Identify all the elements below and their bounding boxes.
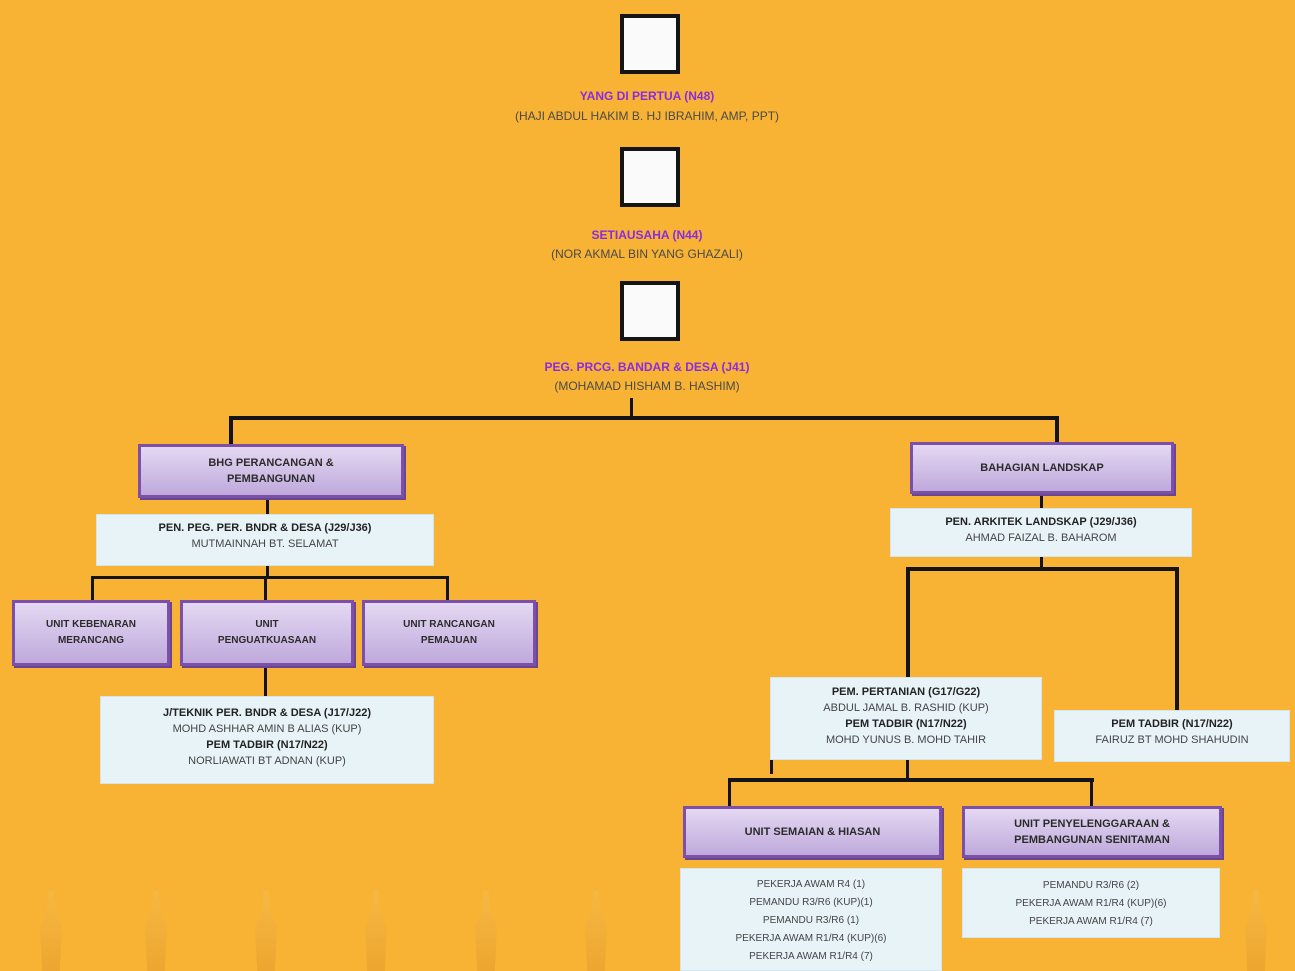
unit-rancangan-pemajuan: UNIT RANCANGAN PEMAJUAN [362, 600, 536, 666]
connector [1175, 567, 1179, 710]
connector [91, 576, 449, 579]
connector [906, 567, 910, 677]
semaian-staff-item: PEKERJA AWAM R4 (1) [756, 879, 866, 890]
left-staff-card: J/TEKNIK PER. BNDR & DESA (J17/J22) MOHD… [100, 696, 434, 784]
photo-placeholder-yang-dipertua [620, 14, 680, 74]
dept-bahagian-landskap: BAHAGIAN LANDSKAP [910, 442, 1174, 494]
pegawai-title: PEG. PRCG. BANDAR & DESA (J41) [544, 360, 750, 374]
semaian-staff-item: PEMANDU R3/R6 (KUP)(1) [749, 897, 873, 908]
yang-dipertua-title: YANG DI PERTUA (N48) [579, 89, 715, 103]
pertanian-title-2: PEM TADBIR (N17/N22) [845, 718, 967, 730]
unit-penguatkuasaan: UNIT PENGUATKUASAAN [180, 600, 354, 666]
connector [446, 576, 449, 600]
left-assistant-card: PEN. PEG. PER. BNDR & DESA (J29/J36) MUT… [96, 514, 434, 566]
left-assistant-title: PEN. PEG. PER. BNDR & DESA (J29/J36) [158, 522, 372, 534]
connector [1055, 416, 1059, 444]
penyelenggaraan-staff-item: PEMANDU R3/R6 (2) [1042, 880, 1140, 891]
connector [264, 576, 267, 600]
left-staff-name-1: MOHD ASHHAR AMIN B ALIAS (KUP) [172, 723, 362, 735]
unit-kebenaran-merancang: UNIT KEBENARAN MERANCANG [12, 600, 170, 666]
connector [266, 498, 269, 516]
left-staff-title-1: J/TEKNIK PER. BNDR & DESA (J17/J22) [162, 707, 372, 719]
semaian-staff-item: PEKERJA AWAM R1/R4 (KUP)(6) [735, 933, 887, 944]
semaian-staff-item: PEMANDU R3/R6 (1) [762, 915, 860, 926]
tadbir-staff-card: PEM TADBIR (N17/N22) FAIRUZ BT MOHD SHAH… [1054, 710, 1290, 762]
connector [630, 398, 633, 418]
connector [1090, 778, 1093, 806]
connector [770, 752, 773, 774]
connector [1040, 494, 1043, 508]
connector [906, 567, 1178, 571]
dept-perancangan-pembangunan: BHG PERANCANGAN & PEMBANGUNAN [138, 444, 404, 498]
pegawai-name: (MOHAMAD HISHAM B. HASHIM) [554, 379, 740, 393]
left-staff-name-2: NORLIAWATI BT ADNAN (KUP) [188, 755, 346, 767]
penyelenggaraan-staff-item: PEKERJA AWAM R1/R4 (7) [1029, 916, 1153, 927]
photo-placeholder-setiausaha [620, 147, 680, 207]
connector [266, 566, 269, 578]
connector [264, 668, 267, 696]
semaian-staff-item: PEKERJA AWAM R1/R4 (7) [749, 951, 873, 962]
connector [229, 416, 1059, 420]
right-assistant-name: AHMAD FAIZAL B. BAHAROM [965, 532, 1117, 544]
semaian-staff-card: PEKERJA AWAM R4 (1) PEMANDU R3/R6 (KUP)(… [680, 868, 942, 971]
connector [906, 760, 909, 780]
tadbir-title: PEM TADBIR (N17/N22) [1111, 718, 1233, 730]
unit-semaian-hiasan: UNIT SEMAIAN & HIASAN [683, 806, 942, 858]
pertanian-staff-card: PEM. PERTANIAN (G17/G22) ABDUL JAMAL B. … [770, 677, 1042, 760]
setiausaha-title: SETIAUSAHA (N44) [591, 228, 703, 242]
right-assistant-card: PEN. ARKITEK LANDSKAP (J29/J36) AHMAD FA… [890, 508, 1192, 557]
pertanian-name-2: MOHD YUNUS B. MOHD TAHIR [825, 734, 987, 746]
connector [728, 778, 731, 806]
tadbir-name: FAIRUZ BT MOHD SHAHUDIN [1095, 734, 1249, 746]
unit-penyelenggaraan-pembangunan: UNIT PENYELENGGARAAN & PEMBANGUNAN SENIT… [962, 806, 1222, 858]
pertanian-name-1: ABDUL JAMAL B. RASHID (KUP) [823, 702, 989, 714]
setiausaha-name: (NOR AKMAL BIN YANG GHAZALI) [551, 247, 743, 261]
connector [728, 778, 1094, 782]
connector [1040, 557, 1043, 569]
penyelenggaraan-staff-item: PEKERJA AWAM R1/R4 (KUP)(6) [1015, 898, 1167, 909]
left-staff-title-2: PEM TADBIR (N17/N22) [206, 739, 328, 751]
photo-placeholder-pegawai [620, 281, 680, 341]
connector [91, 576, 94, 600]
right-assistant-title: PEN. ARKITEK LANDSKAP (J29/J36) [945, 516, 1137, 528]
pertanian-title-1: PEM. PERTANIAN (G17/G22) [831, 686, 981, 698]
yang-dipertua-name: (HAJI ABDUL HAKIM B. HJ IBRAHIM, AMP, PP… [514, 109, 780, 123]
left-assistant-name: MUTMAINNAH BT. SELAMAT [191, 538, 339, 550]
penyelenggaraan-staff-card: PEMANDU R3/R6 (2) PEKERJA AWAM R1/R4 (KU… [962, 868, 1220, 938]
connector [229, 416, 233, 444]
